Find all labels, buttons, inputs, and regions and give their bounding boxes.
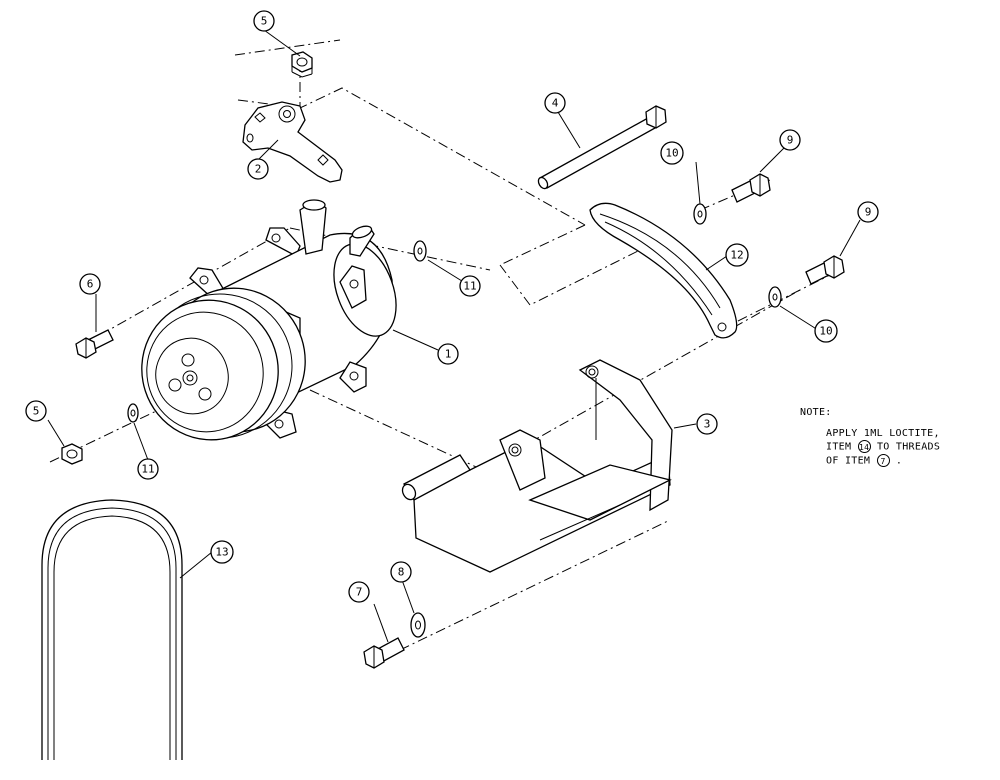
assembly-note: NOTE: <box>800 407 832 419</box>
part-11-right-washer <box>413 240 427 262</box>
part-5-top-nut <box>291 51 313 78</box>
callout-9-right: 9 <box>857 201 879 223</box>
note-line-2-pre: ITEM <box>826 441 852 453</box>
part-9-bolts <box>731 173 845 285</box>
part-10-washers <box>693 203 782 308</box>
svg-text:10: 10 <box>819 325 832 338</box>
callout-12: 12 <box>725 243 749 267</box>
callout-1: 1 <box>437 343 459 365</box>
part-2-bracket <box>242 101 343 183</box>
part-5-left-nut <box>61 443 83 465</box>
assembly-note-body: APPLY 1ML LOCTITE, ITEM 14 TO THREADS OF… <box>826 428 940 467</box>
note-line-3-pre: OF ITEM <box>826 455 871 466</box>
note-line-3-post: . <box>895 455 903 466</box>
callout-2: 2 <box>247 158 269 180</box>
note-heading: NOTE: <box>800 407 832 418</box>
part-13-belt <box>41 499 183 760</box>
callout-11-right: 11 <box>459 275 481 297</box>
svg-text:8: 8 <box>398 566 405 579</box>
callout-4: 4 <box>544 92 566 114</box>
callout-10-top: 10 <box>660 141 684 165</box>
part-6-bolt <box>75 329 114 359</box>
svg-text:4: 4 <box>552 97 559 110</box>
svg-text:1: 1 <box>445 348 452 361</box>
callout-7: 7 <box>348 581 370 603</box>
part-11-left-washer <box>127 403 139 423</box>
svg-text:9: 9 <box>865 206 872 219</box>
svg-text:11: 11 <box>141 463 154 476</box>
part-7-bolt <box>363 637 405 669</box>
note-line-3: OF ITEM 7 . <box>826 453 940 468</box>
callout-3: 3 <box>696 413 718 435</box>
part-3-mount-bracket <box>401 359 673 573</box>
part-12-adjust-arm <box>589 202 738 339</box>
part-1-compressor <box>141 199 397 441</box>
svg-text:10: 10 <box>665 147 678 160</box>
svg-text:7: 7 <box>356 586 363 599</box>
svg-text:5: 5 <box>33 405 40 418</box>
callout-11-left: 11 <box>137 458 159 480</box>
note-item-14-bubble: 14 <box>857 440 871 453</box>
centerlines <box>49 39 841 651</box>
callout-5-top: 5 <box>253 10 275 32</box>
note-line-2-post: TO THREADS <box>876 441 941 453</box>
note-item-7-bubble: 7 <box>876 453 890 467</box>
note-line-2: ITEM 14 TO THREADS <box>826 440 940 454</box>
callout-5-left: 5 <box>25 400 47 422</box>
svg-text:6: 6 <box>87 278 94 291</box>
callout-bubbles: 5 2 4 6 1 11 11 5 3 10 9 9 10 12 13 7 8 <box>25 10 879 603</box>
leader-lines <box>47 29 861 643</box>
svg-text:12: 12 <box>730 249 743 262</box>
svg-text:5: 5 <box>261 15 268 28</box>
svg-text:3: 3 <box>704 418 711 431</box>
callout-9-top: 9 <box>779 129 801 151</box>
callout-6: 6 <box>79 273 101 295</box>
callout-10-right: 10 <box>814 319 838 343</box>
note-line-1: APPLY 1ML LOCTITE, <box>826 428 940 439</box>
callout-8: 8 <box>390 561 412 583</box>
svg-text:13: 13 <box>215 546 228 559</box>
callout-13: 13 <box>210 540 234 564</box>
part-8-washer <box>410 612 426 638</box>
svg-text:9: 9 <box>787 134 794 147</box>
svg-text:2: 2 <box>255 163 262 176</box>
part-4-long-bolt <box>537 105 667 190</box>
svg-text:11: 11 <box>463 280 476 293</box>
